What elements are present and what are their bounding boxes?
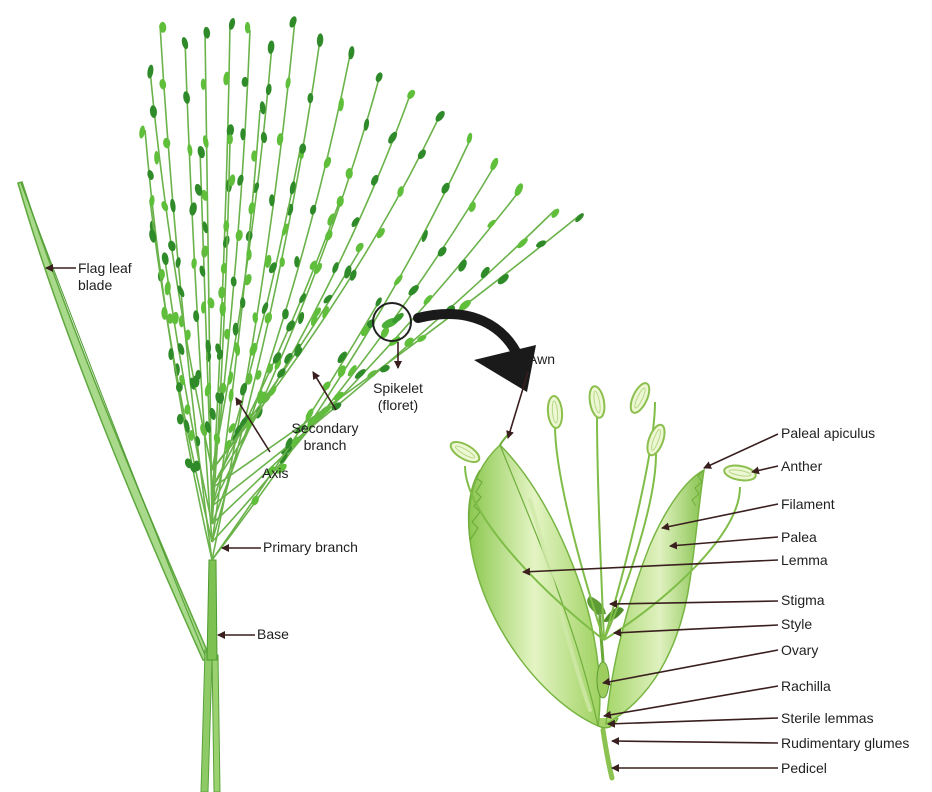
anther-shape xyxy=(644,423,668,458)
rice-grain xyxy=(224,329,230,340)
label-stigma: Stigma xyxy=(781,592,825,609)
label-axis: Axis xyxy=(262,465,288,482)
label-palea: Palea xyxy=(781,529,817,546)
rice-grain xyxy=(260,132,267,144)
anther-shape xyxy=(448,438,483,466)
rice-grain xyxy=(288,15,298,28)
rice-grain xyxy=(516,236,530,249)
label-spikelet-line2: (floret) xyxy=(364,397,432,414)
rice-grain xyxy=(265,84,272,96)
rice-grain xyxy=(193,310,200,322)
rice-grain xyxy=(203,27,211,39)
rice-grain xyxy=(269,194,275,206)
arrow-paleal-apiculus xyxy=(704,434,778,468)
rice-grain xyxy=(188,202,197,216)
label-style: Style xyxy=(781,616,812,633)
label-flag-leaf-blade: Flag leaf blade xyxy=(78,260,132,294)
label-pedicel: Pedicel xyxy=(781,760,827,777)
arrow-rudimentary-glumes xyxy=(612,741,778,743)
rice-grain xyxy=(213,433,221,445)
rice-grain xyxy=(230,276,237,287)
label-base: Base xyxy=(257,626,289,643)
rice-grain xyxy=(163,137,171,148)
rice-grain xyxy=(204,382,213,397)
label-flag-leaf-line2: blade xyxy=(78,277,132,294)
label-rudimentary-glumes: Rudimentary glumes xyxy=(781,735,909,752)
rice-grain xyxy=(246,249,252,261)
rice-grain xyxy=(160,200,170,212)
rice-grain xyxy=(467,201,477,213)
arrow-anther xyxy=(752,466,778,472)
rice-grain xyxy=(161,252,169,266)
rice-grain xyxy=(181,36,190,49)
rice-grain xyxy=(279,257,284,267)
label-sterile-lemmas: Sterile lemmas xyxy=(781,710,874,727)
anther-shape xyxy=(547,395,564,428)
rice-grain xyxy=(159,79,167,90)
anther-shape xyxy=(723,463,757,482)
label-secondary-branch: Secondary branch xyxy=(283,420,367,454)
rice-grain xyxy=(422,294,434,306)
rice-grain xyxy=(169,198,176,212)
rice-grain xyxy=(191,258,197,269)
rice-grain xyxy=(147,64,155,79)
rice-grain xyxy=(245,22,251,34)
label-anther: Anther xyxy=(781,458,822,475)
anther-shape xyxy=(627,381,653,416)
zoom-curved-arrow xyxy=(418,314,536,392)
rice-grain xyxy=(149,195,155,207)
rice-grain xyxy=(192,375,199,387)
rice-grain xyxy=(267,40,275,54)
rice-grain xyxy=(202,135,210,149)
label-spikelet: Spikelet (floret) xyxy=(364,380,432,414)
rice-grain xyxy=(406,88,417,100)
label-primary-branch: Primary branch xyxy=(263,539,358,556)
label-paleal-apiculus: Paleal apiculus xyxy=(781,425,875,442)
rice-grain xyxy=(513,182,525,197)
rice-grain xyxy=(285,77,292,89)
spikelet-miniature xyxy=(380,311,405,330)
label-secondary-line2: branch xyxy=(283,437,367,454)
rice-grain xyxy=(175,257,181,268)
rice-grain xyxy=(316,33,323,47)
rice-grain xyxy=(197,145,206,159)
rice-grain xyxy=(236,174,245,187)
anther-shape xyxy=(587,385,606,419)
rice-grain xyxy=(187,144,193,157)
rice-grain xyxy=(146,169,155,180)
arrow-sterile-lemmas xyxy=(608,718,778,724)
label-lemma: Lemma xyxy=(781,552,828,569)
culm-stem xyxy=(201,560,220,792)
label-filament: Filament xyxy=(781,496,835,513)
rice-grain xyxy=(392,274,404,287)
rice-grain xyxy=(149,105,157,118)
rice-grain xyxy=(138,125,145,139)
rice-grain xyxy=(322,156,332,169)
rice-grain xyxy=(466,132,473,144)
rice-grain xyxy=(374,71,384,83)
label-flag-leaf-line1: Flag leaf xyxy=(78,260,132,277)
rice-grain xyxy=(434,109,447,123)
label-ovary: Ovary xyxy=(781,642,818,659)
label-rachilla: Rachilla xyxy=(781,678,831,695)
label-secondary-line1: Secondary xyxy=(283,420,367,437)
label-spikelet-line1: Spikelet xyxy=(364,380,432,397)
rice-grain xyxy=(535,239,547,249)
rice-grain xyxy=(207,297,216,309)
rice-grain xyxy=(167,240,177,252)
rice-grain xyxy=(235,229,243,241)
label-awn: Awn xyxy=(528,351,555,368)
floret-enlarged xyxy=(448,381,757,778)
rice-grain xyxy=(233,323,239,336)
rice-grain xyxy=(228,17,236,30)
rice-grain xyxy=(307,93,313,104)
rice-grain xyxy=(489,157,500,172)
rice-grain xyxy=(182,91,191,105)
rice-grain xyxy=(198,265,206,277)
